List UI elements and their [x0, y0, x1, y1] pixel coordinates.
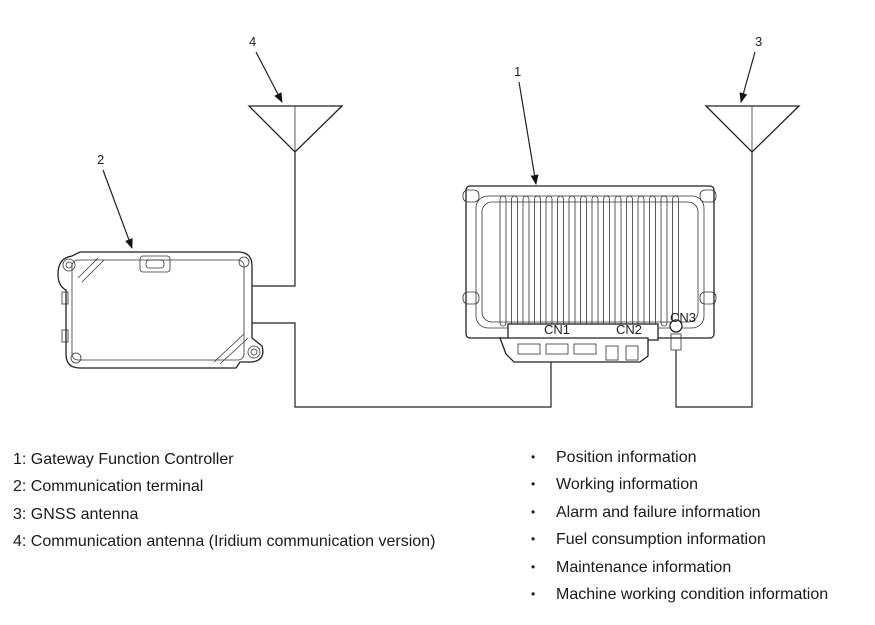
- bullet-icon: •: [531, 586, 536, 601]
- system-diagram: CN1 CN2 CN3 4 3 1 2: [57, 34, 801, 408]
- leader-1: [518, 81, 539, 185]
- legend-item: 2: Communication terminal: [13, 478, 204, 496]
- legend-item: 3: GNSS antenna: [13, 505, 139, 523]
- info-item: • Position information: [528, 444, 828, 471]
- callout-4: 4: [249, 34, 256, 49]
- bullet-icon: •: [531, 450, 536, 464]
- cooling-fin: [499, 195, 507, 327]
- info-item: • Working information: [528, 471, 828, 498]
- bullet-icon: •: [531, 559, 536, 574]
- cn2-label: CN2: [616, 322, 642, 337]
- info-item: • Maintenance information: [528, 554, 828, 581]
- info-item-label: Position information: [556, 449, 697, 466]
- info-item-label: Working information: [556, 476, 698, 494]
- leader-2: [102, 169, 133, 249]
- leader-lines: [102, 51, 756, 249]
- antenna-port: [669, 319, 683, 333]
- bullet-icon: •: [531, 532, 536, 547]
- gnss-antenna: [704, 105, 801, 153]
- terminal-controller-cable: [252, 322, 552, 408]
- legend-item: 1: Gateway Function Controller: [13, 451, 234, 468]
- leader-3: [739, 51, 756, 103]
- info-item: • Fuel consumption information: [528, 526, 828, 553]
- antenna4-cable: [252, 152, 296, 287]
- information-list: • Position information • Working informati…: [528, 444, 828, 608]
- info-item: • Alarm and failure information: [528, 499, 828, 526]
- antenna3-cable: [675, 152, 753, 408]
- communication-terminal: [57, 251, 264, 369]
- info-item-label: Machine working condition information: [556, 585, 829, 603]
- info-item: • Machine working condition information: [528, 581, 828, 608]
- bullet-icon: •: [531, 477, 536, 492]
- gateway-controller: CN1 CN2 CN3: [462, 185, 717, 363]
- cn1-label: CN1: [544, 322, 570, 337]
- wiring: [252, 152, 753, 408]
- info-item-label: Alarm and failure information: [556, 503, 761, 521]
- leader-4: [255, 51, 283, 103]
- callout-3: 3: [755, 34, 762, 49]
- component-legend: 1: Gateway Function Controller 2: Commun…: [13, 446, 435, 556]
- legend-item: 4: Communication antenna (Iridium commun…: [13, 533, 436, 551]
- info-item-label: Fuel consumption information: [556, 531, 766, 549]
- info-item-label: Maintenance information: [556, 558, 732, 576]
- callout-1: 1: [514, 64, 521, 79]
- communication-antenna: [247, 105, 344, 153]
- cooling-fin: [660, 195, 668, 327]
- bullet-icon: •: [531, 504, 536, 519]
- cn3-label: CN3: [670, 310, 696, 325]
- callout-2: 2: [97, 152, 104, 167]
